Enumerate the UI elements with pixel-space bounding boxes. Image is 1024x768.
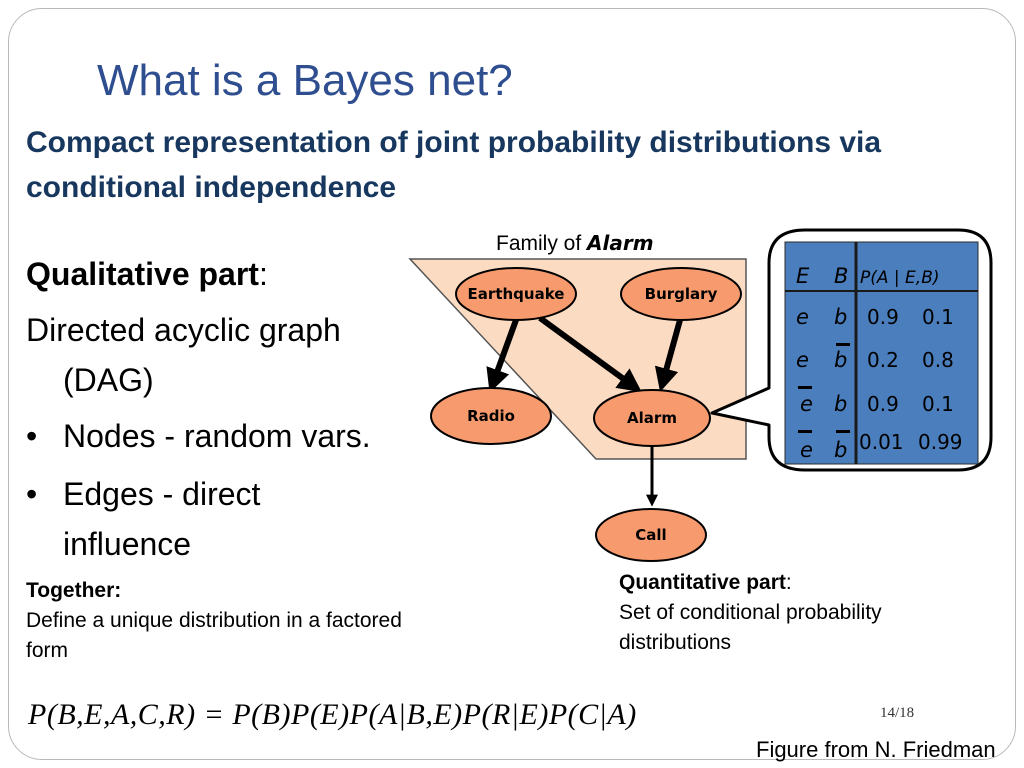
together-note: Together: Define a unique distribution i… <box>26 576 426 666</box>
svg-text:e: e <box>796 305 809 329</box>
cpt-row: e b 0.9 0.1 <box>798 386 954 416</box>
svg-text:b: b <box>834 348 847 372</box>
quantitative-text: Set of conditional probability distribut… <box>619 601 882 654</box>
bullet-edges-line2: influence <box>63 526 192 562</box>
node-radio: Radio <box>430 387 552 445</box>
bullet-dot: • <box>26 418 38 454</box>
node-alarm: Alarm <box>593 389 711 447</box>
bullet-edges: • Edges - direct influence <box>26 476 426 566</box>
slide-subtitle: Compact representation of joint probabil… <box>26 126 882 204</box>
cpt-header-e: E <box>796 264 810 288</box>
node-earthquake: Earthquake <box>455 267 577 321</box>
svg-text:0.99: 0.99 <box>918 430 963 454</box>
cpt-row: e b 0.2 0.8 <box>796 343 954 372</box>
family-label: Family of Alarm <box>496 231 654 255</box>
together-heading: Together: <box>26 579 122 602</box>
svg-text:0.9: 0.9 <box>867 392 899 416</box>
bullet-nodes-text: Nodes - random vars. <box>63 418 371 454</box>
qualitative-heading: Qualitative part: <box>26 256 268 292</box>
svg-text:e: e <box>796 348 809 372</box>
bullet-nodes: • Nodes - random vars. <box>26 418 456 458</box>
edge-burglary-alarm <box>654 319 683 392</box>
bullet-dot: • <box>26 476 38 512</box>
dag-line-2: (DAG) <box>63 362 154 398</box>
svg-text:0.2: 0.2 <box>867 348 899 372</box>
slide-title: What is a Bayes net? <box>97 56 513 105</box>
figure-credit: Figure from N. Friedman <box>756 737 996 762</box>
cpt-header-b: B <box>834 264 848 288</box>
family-node-name: Alarm <box>587 231 654 255</box>
dag-line-1: Directed acyclic graph <box>26 312 341 348</box>
joint-formula: P(B,E,A,C,R) = P(B)P(E)P(A|B,E)P(R|E)P(C… <box>28 698 637 731</box>
node-alarm-label: Alarm <box>627 409 677 427</box>
bullet-edges-line1: Edges - direct <box>63 476 261 512</box>
together-text: Define a unique distribution in a factor… <box>26 609 402 662</box>
svg-text:b: b <box>834 305 847 329</box>
svg-text:b: b <box>834 392 847 416</box>
cpt-background <box>784 241 979 465</box>
svg-text:0.1: 0.1 <box>922 392 954 416</box>
cpt-header-p: P(A | E,B) <box>860 268 940 288</box>
quantitative-heading: Quantitative part <box>619 571 786 594</box>
cpt-row: e b 0.01 0.99 <box>798 430 963 462</box>
node-radio-label: Radio <box>467 407 515 425</box>
svg-text:e: e <box>800 392 813 416</box>
edge-earthquake-alarm <box>538 315 642 393</box>
quantitative-note: Quantitative part: Set of conditional pr… <box>619 571 882 654</box>
node-call-label: Call <box>635 526 666 544</box>
svg-text:0.8: 0.8 <box>922 348 954 372</box>
node-earthquake-label: Earthquake <box>468 285 565 303</box>
svg-text:0.1: 0.1 <box>922 305 954 329</box>
slide-frame <box>8 8 1016 760</box>
page-number: 14/18 <box>880 705 915 721</box>
node-call: Call <box>595 508 707 562</box>
node-burglary: Burglary <box>620 267 742 321</box>
svg-text:b: b <box>834 438 847 462</box>
edge-earthquake-radio <box>486 318 519 393</box>
svg-text:e: e <box>800 438 813 462</box>
svg-text:0.01: 0.01 <box>859 430 904 454</box>
cpt-table: E B P(A | E,B) e b 0.9 0.1 e b 0.2 0.8 e… <box>784 241 979 465</box>
cpt-row: e b 0.9 0.1 <box>796 305 954 329</box>
svg-text:0.9: 0.9 <box>867 305 899 329</box>
node-burglary-label: Burglary <box>645 285 718 303</box>
